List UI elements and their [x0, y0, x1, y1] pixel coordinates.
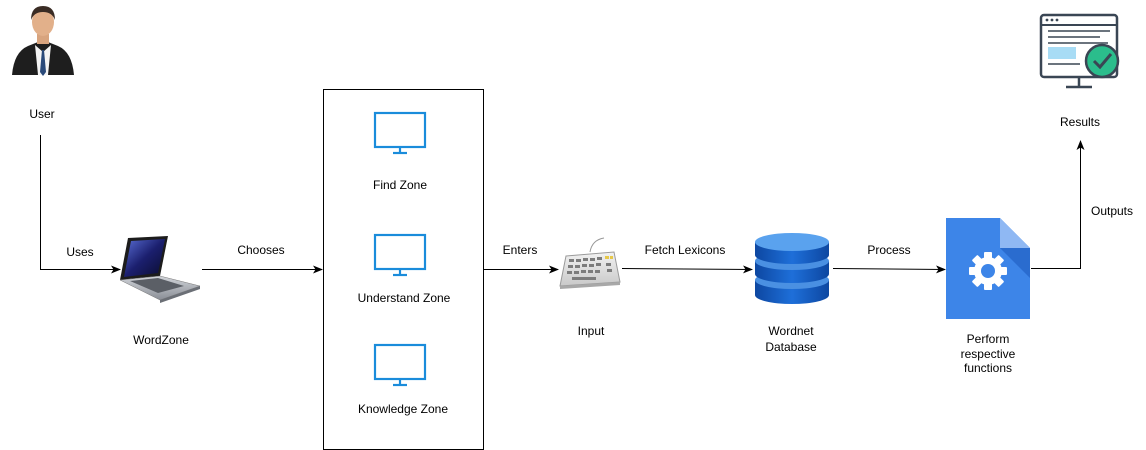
- find-zone-monitor-icon: [373, 111, 427, 155]
- arrow-database-to-perform: [832, 265, 946, 274]
- knowledge-zone-label: Knowledge Zone: [358, 402, 448, 416]
- perform-label-line1: Perform: [967, 332, 1010, 346]
- arrow-user-to-wordzone: [40, 135, 121, 274]
- edge-label-process: Process: [867, 243, 910, 257]
- input-label: Input: [578, 324, 605, 338]
- database-label-line1: Wordnet: [768, 324, 814, 338]
- results-checkmark-icon: [1039, 13, 1120, 89]
- edge-label-enters: Enters: [503, 243, 538, 257]
- wordzone-label: WordZone: [133, 333, 189, 347]
- edge-label-uses: Uses: [66, 245, 93, 259]
- arrow-perform-to-results: [1031, 140, 1085, 269]
- perform-label-line3: functions: [964, 361, 1012, 375]
- user-icon: [12, 6, 74, 76]
- understand-zone-monitor-icon: [373, 233, 427, 277]
- find-zone-label: Find Zone: [373, 178, 427, 192]
- edge-label-chooses: Chooses: [237, 243, 284, 257]
- arrow-input-to-database: [621, 265, 753, 274]
- gear-document-icon: [946, 218, 1030, 319]
- perform-label-line2: respective: [961, 347, 1016, 361]
- user-label: User: [29, 107, 54, 121]
- database-label-line2: Database: [765, 340, 817, 354]
- keyboard-icon: [559, 237, 621, 289]
- results-label: Results: [1060, 115, 1100, 129]
- understand-zone-label: Understand Zone: [358, 291, 451, 305]
- edge-label-outputs: Outputs: [1091, 204, 1133, 218]
- edge-label-fetch-lexicons: Fetch Lexicons: [645, 243, 726, 257]
- laptop-icon: [119, 236, 201, 303]
- knowledge-zone-monitor-icon: [373, 343, 427, 387]
- database-icon: [755, 233, 829, 304]
